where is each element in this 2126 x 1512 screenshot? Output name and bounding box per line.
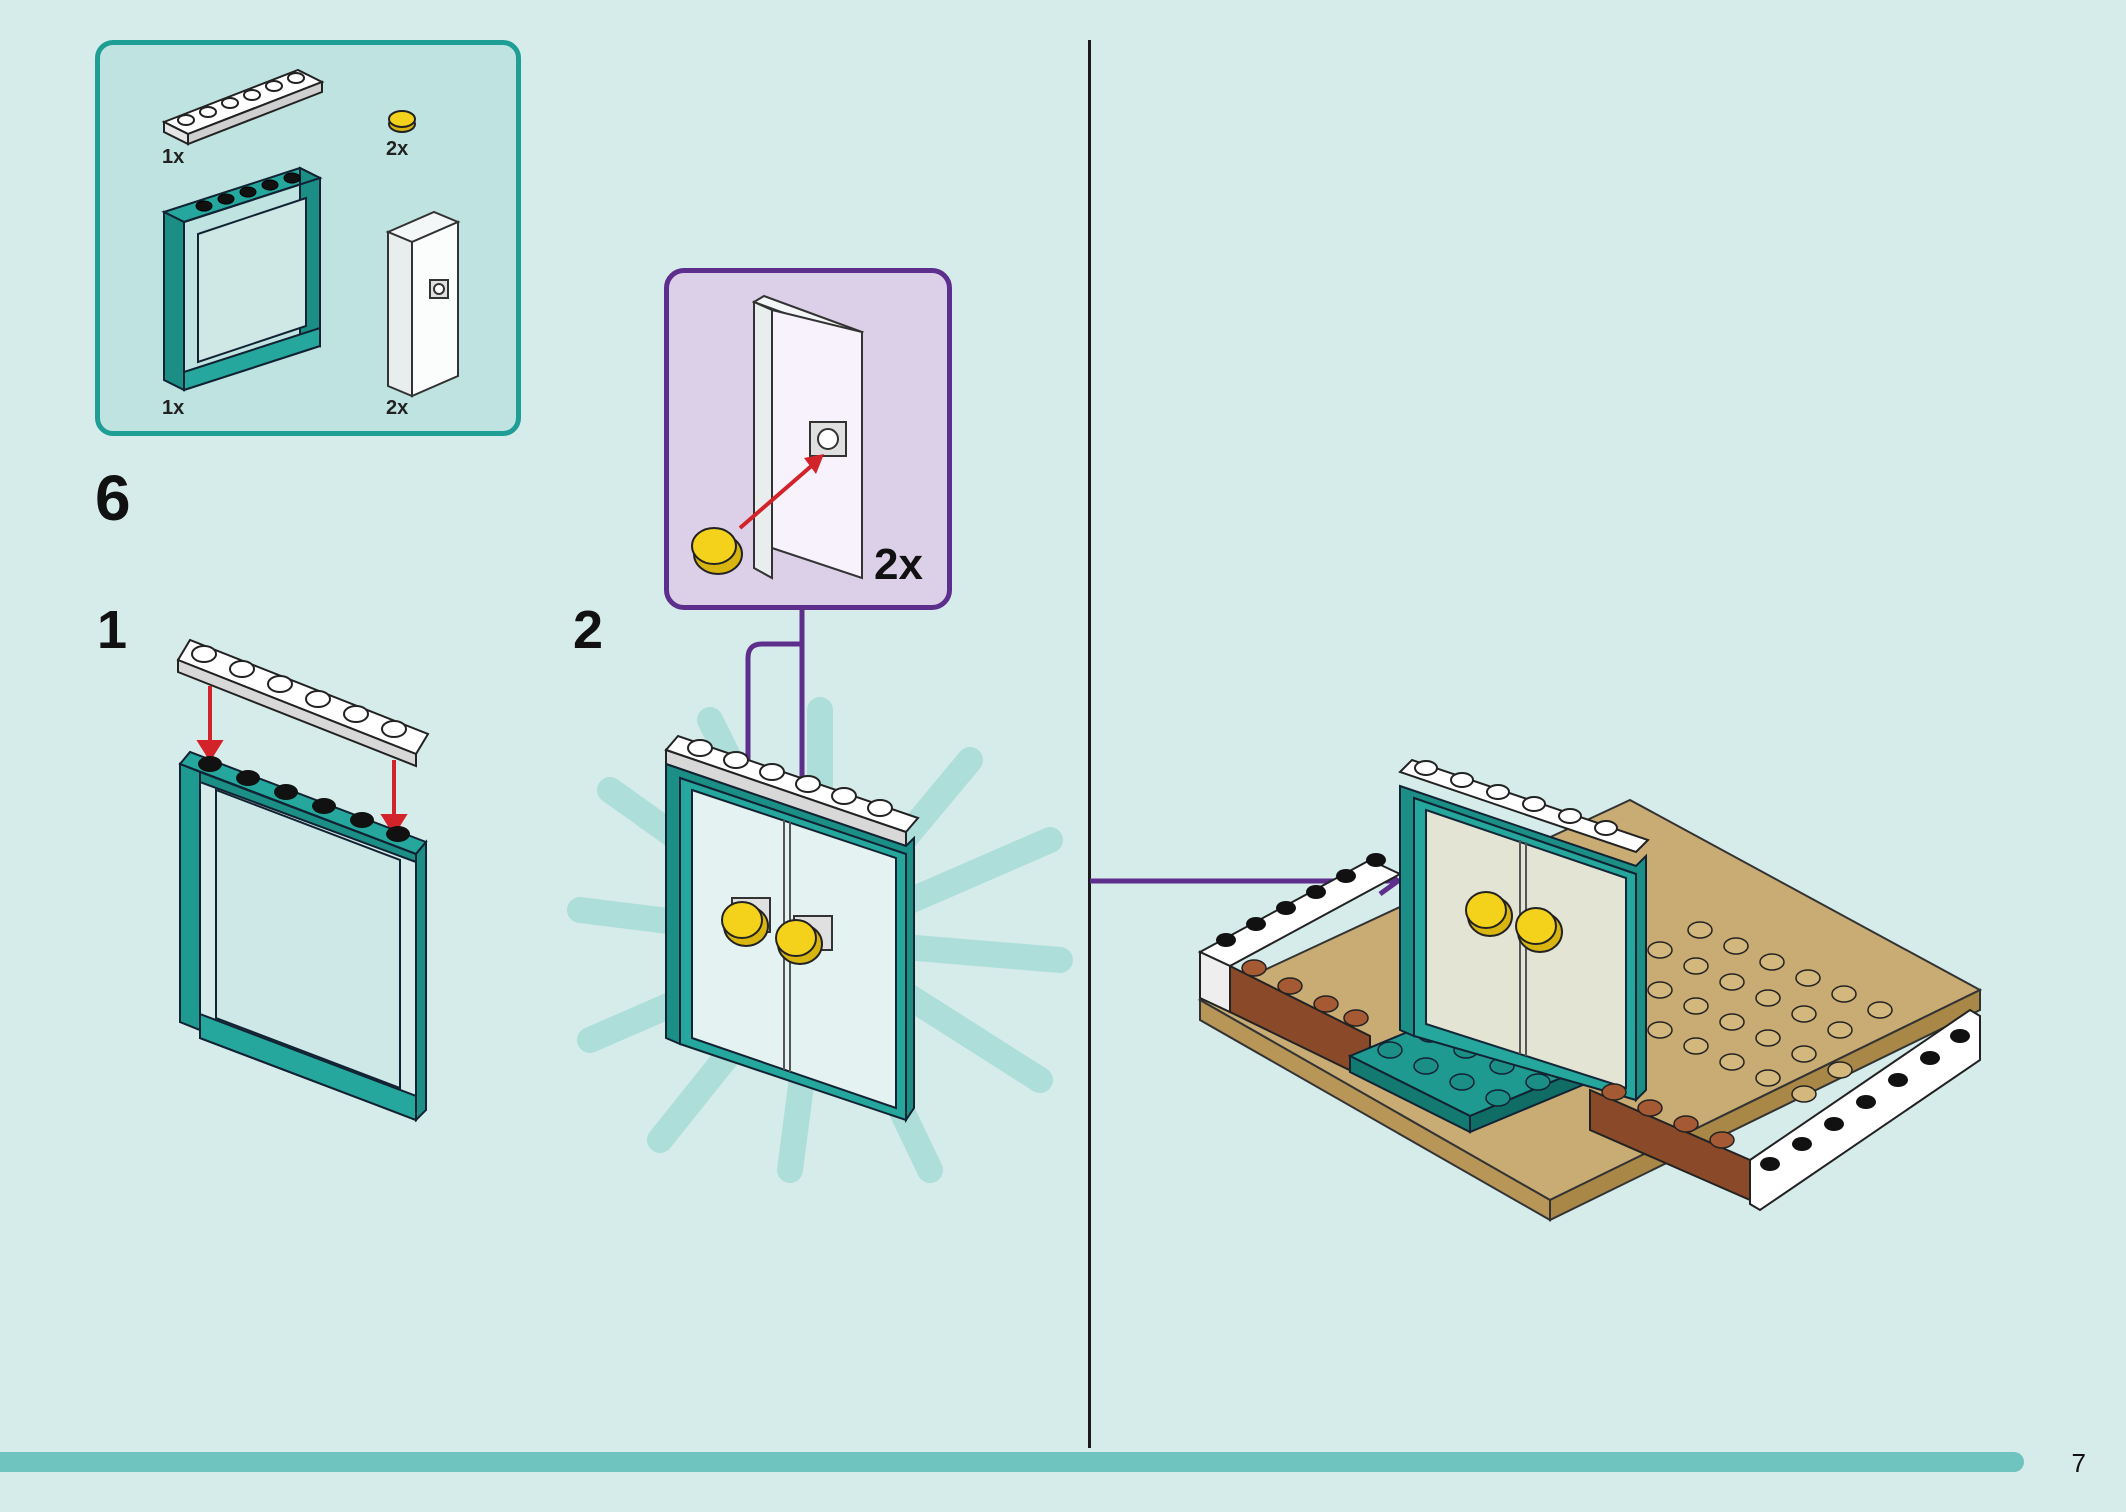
- callout-door-assembly-illustration: [691, 294, 865, 580]
- white-plate-1x6-icon: [161, 68, 325, 146]
- substep-1-illustration: [176, 638, 430, 1123]
- yellow-round-tile-icon: [388, 110, 416, 133]
- callout-qty: 2x: [874, 540, 923, 589]
- final-assembly-illustration: [1197, 758, 1983, 1222]
- substep-2-illustration: [664, 734, 920, 1124]
- substep-number-2: 2: [573, 600, 604, 660]
- page-progress-bar: [0, 1452, 2024, 1472]
- transparent-door-panel-icon: [385, 210, 461, 398]
- part-qty-white-plate: 1x: [162, 146, 185, 168]
- page-divider: [1088, 40, 1091, 1448]
- part-qty-yellow-tile: 2x: [386, 138, 409, 160]
- teal-window-frame-icon: [161, 166, 323, 392]
- step-number: 6: [95, 462, 131, 534]
- part-qty-window-frame: 1x: [162, 397, 185, 419]
- page-number: 7: [2071, 1448, 2086, 1478]
- part-qty-door-panel: 2x: [386, 397, 409, 419]
- substep-number-1: 1: [97, 600, 128, 660]
